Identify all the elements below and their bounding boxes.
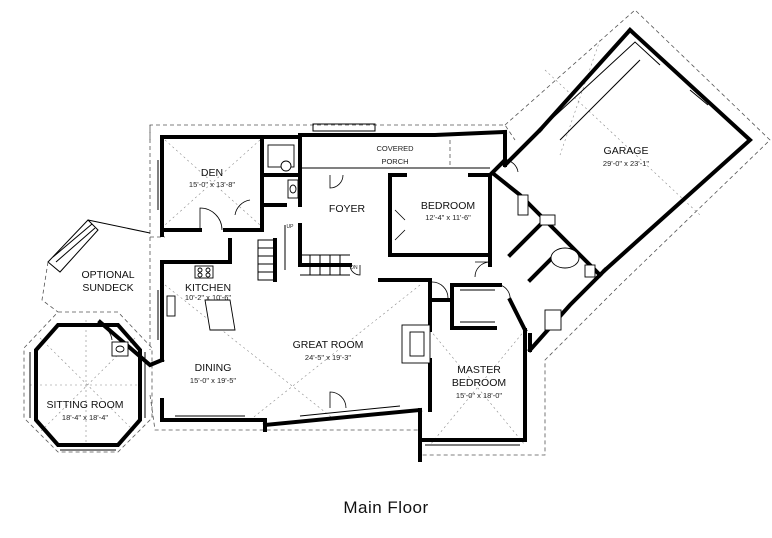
fixtures xyxy=(111,144,596,364)
sitting-room-dimensions: 18'-4" x 18'-4" xyxy=(62,413,108,422)
doors xyxy=(99,159,519,409)
sundeck-label-line1: OPTIONAL xyxy=(81,269,134,281)
windows xyxy=(29,89,736,451)
dining-label: DINING xyxy=(195,362,232,374)
garage-dimensions: 29'-0" x 23'-1" xyxy=(603,159,649,168)
walls xyxy=(34,27,753,462)
roof-outline xyxy=(23,9,771,456)
den-label: DEN xyxy=(201,167,223,179)
kitchen-label: KITCHEN xyxy=(185,282,231,294)
bedroom-dimensions: 12'-4" x 11'-6" xyxy=(425,213,471,222)
den-dimensions: 15'-0" x 13'-8" xyxy=(189,180,235,189)
room-labels: GARAGE 29'-0" x 23'-1" COVERED PORCH DEN… xyxy=(47,144,650,422)
garage-label: GARAGE xyxy=(604,145,649,157)
master-bedroom-label-line1: MASTER xyxy=(457,364,501,376)
porch-label-line2: PORCH xyxy=(381,157,408,166)
master-bedroom-dimensions: 15'-0" x 18'-0" xyxy=(456,391,502,400)
plan-caption: Main Floor xyxy=(343,498,429,517)
master-bedroom-label-line2: BEDROOM xyxy=(452,377,506,389)
kitchen-dimensions: 10'-2" x 10'-6" xyxy=(185,293,231,302)
dining-dimensions: 15'-0" x 19'-5" xyxy=(190,376,236,385)
garage-door xyxy=(544,41,661,141)
sundeck-label-line2: SUNDECK xyxy=(82,282,133,294)
foyer-label: FOYER xyxy=(329,203,366,215)
great-room-label: GREAT ROOM xyxy=(293,339,364,351)
sundeck xyxy=(41,219,151,313)
sitting-room-label: SITTING ROOM xyxy=(47,399,124,411)
bedroom-label: BEDROOM xyxy=(421,200,475,212)
stairs: UP DN xyxy=(257,224,358,281)
porch-label-line1: COVERED xyxy=(376,144,414,153)
stairs-up-label: UP xyxy=(287,224,295,230)
great-room-dimensions: 24'-5" x 19'-3" xyxy=(305,353,351,362)
stairs-down-label: DN xyxy=(350,265,358,271)
